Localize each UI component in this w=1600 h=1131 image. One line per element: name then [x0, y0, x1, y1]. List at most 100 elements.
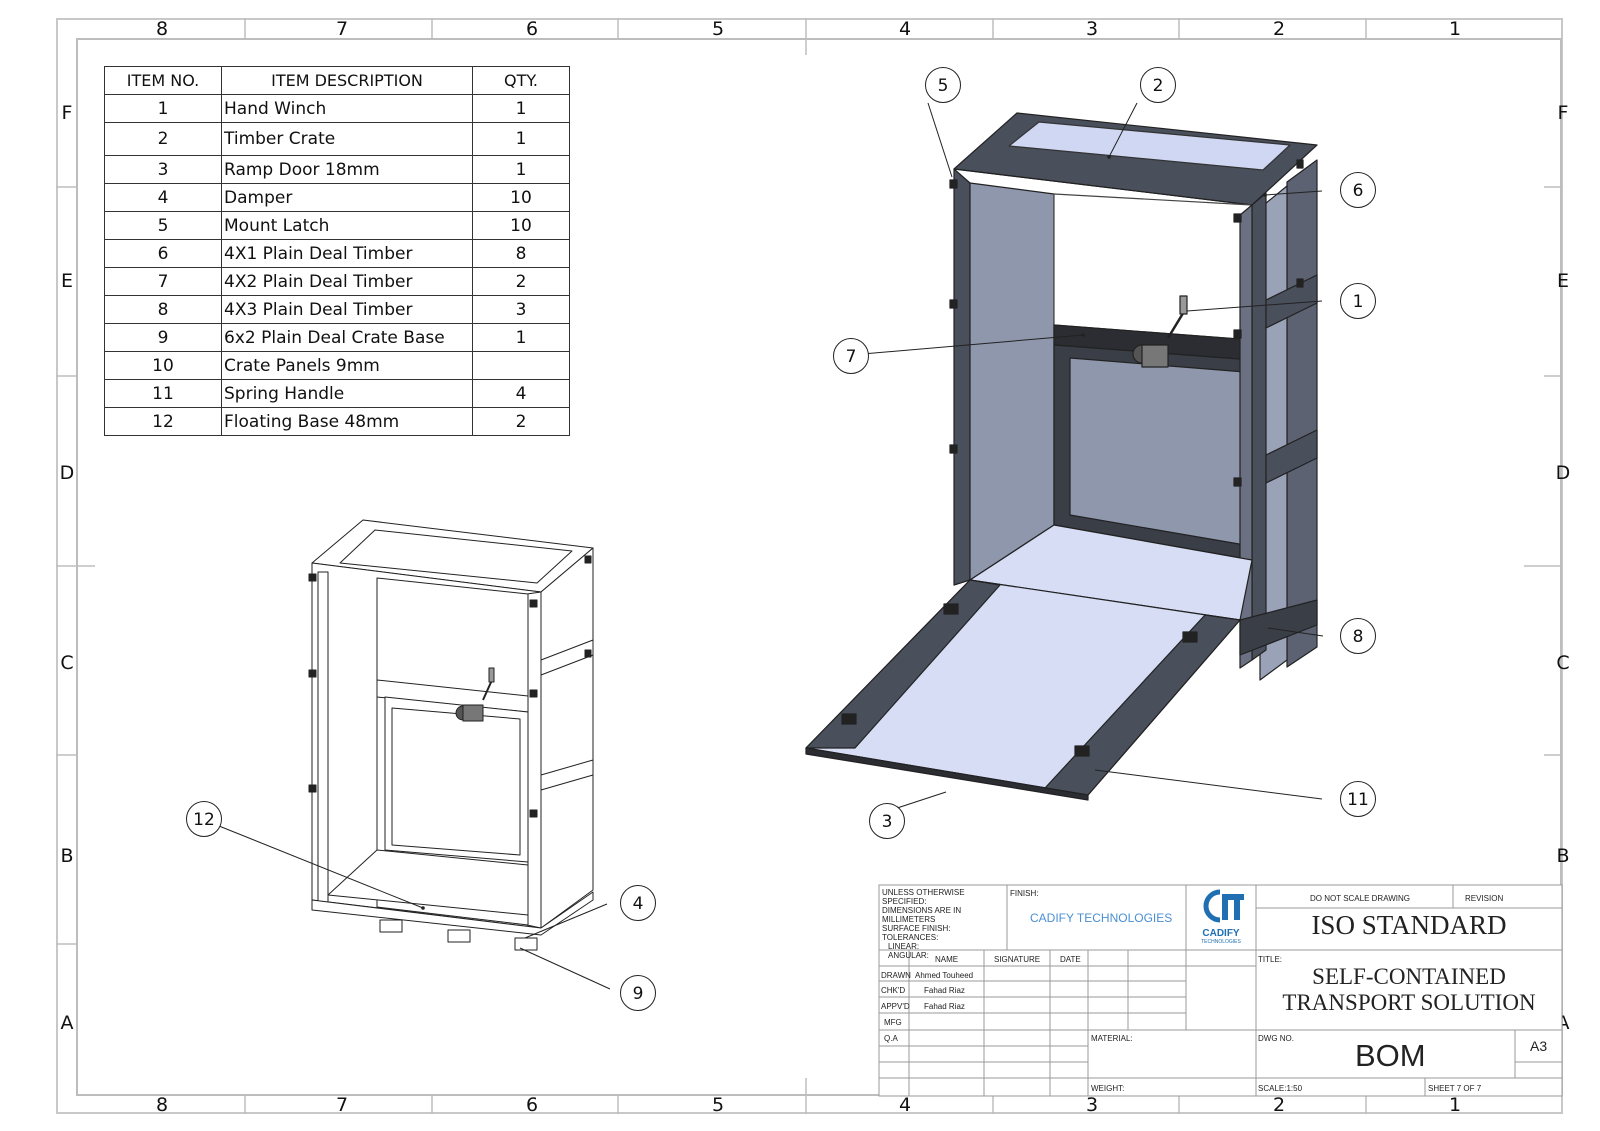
bom-item-no: 4 — [104, 183, 222, 212]
zone-row-b-left: B — [60, 845, 74, 867]
spec-line: TOLERANCES: — [882, 933, 939, 942]
zone-col-6-bottom: 6 — [525, 1094, 539, 1116]
bom-description: 4X1 Plain Deal Timber — [221, 239, 473, 268]
spec-line: DIMENSIONS ARE IN MILLIMETERS — [882, 906, 962, 924]
zone-row-a-left: A — [60, 1012, 74, 1034]
role-qa: Q.A — [884, 1034, 898, 1043]
scale-label: SCALE:1:50 — [1258, 1084, 1303, 1093]
drawing-number: BOM — [1355, 1038, 1426, 1073]
zone-col-1-top: 1 — [1448, 18, 1462, 40]
bom-qty: 4 — [472, 379, 570, 408]
zone-col-3-top: 3 — [1085, 18, 1099, 40]
standard-label: ISO STANDARD — [1311, 910, 1507, 940]
bom-qty: 1 — [472, 323, 570, 352]
bom-item-no: 9 — [104, 323, 222, 352]
sheet-size: A3 — [1530, 1038, 1548, 1054]
spec-line: LINEAR: — [888, 942, 920, 951]
zone-col-7-top: 7 — [335, 18, 349, 40]
balloon-8: 8 — [1340, 618, 1376, 654]
balloon-leaders — [218, 102, 1324, 990]
zone-row-d-right: D — [1555, 462, 1571, 484]
bom-qty: 1 — [472, 94, 570, 123]
bom-item-no: 7 — [104, 267, 222, 296]
col-date-header: DATE — [1060, 955, 1081, 964]
company-logo: CADIFY TECHNOLOGIES — [1190, 888, 1252, 948]
bom-item-no: 6 — [104, 239, 222, 268]
zone-row-c-left: C — [60, 652, 74, 674]
bom-description: Timber Crate — [221, 122, 473, 156]
bom-item-no: 12 — [104, 407, 222, 436]
zone-row-c-right: C — [1556, 652, 1570, 674]
zone-col-2-bottom: 2 — [1272, 1094, 1286, 1116]
finish-label: FINISH: — [1010, 889, 1039, 898]
zone-row-b-right: B — [1556, 845, 1570, 867]
isometric-view-open — [805, 112, 1318, 801]
spec-line: SURFACE FINISH: — [882, 924, 951, 933]
zone-col-7-bottom: 7 — [335, 1094, 349, 1116]
bom-item-no: 8 — [104, 295, 222, 324]
approved-by-name: Fahad Riaz — [924, 1002, 965, 1011]
dwg-no-label: DWG NO. — [1258, 1034, 1294, 1043]
bom-header-row: ITEM NO. ITEM DESCRIPTION QTY. — [104, 66, 570, 95]
do-not-scale-note: DO NOT SCALE DRAWING — [1310, 894, 1411, 903]
zone-row-e-right: E — [1556, 270, 1569, 292]
leader-arrowheads — [421, 155, 1267, 910]
role-drawn: DRAWN — [881, 971, 911, 980]
balloon-7: 7 — [833, 338, 869, 374]
spec-line: ANGULAR: — [888, 951, 929, 960]
title-label: TITLE: — [1258, 955, 1283, 964]
company-name: CADIFY TECHNOLOGIES — [1030, 911, 1173, 925]
revision-label: REVISION — [1465, 894, 1504, 903]
hand-winch-small — [455, 667, 495, 722]
inner-border — [76, 38, 1562, 1096]
col-name-header: NAME — [935, 955, 959, 964]
zone-col-4-top: 4 — [898, 18, 912, 40]
zone-col-4-bottom: 4 — [898, 1094, 912, 1116]
zone-row-f-right: F — [1557, 102, 1569, 124]
zone-col-8-bottom: 8 — [155, 1094, 169, 1116]
drawn-by-name: Ahmed Touheed — [915, 971, 974, 980]
bom-description: Ramp Door 18mm — [221, 155, 473, 184]
zone-col-3-bottom: 3 — [1085, 1094, 1099, 1116]
bom-item-no: 2 — [104, 122, 222, 156]
zone-col-8-top: 8 — [155, 18, 169, 40]
balloon-12: 12 — [186, 801, 222, 837]
bom-item-no: 10 — [104, 351, 222, 380]
isometric-view-closed — [308, 519, 594, 951]
weight-label: WEIGHT: — [1091, 1084, 1125, 1093]
balloon-11: 11 — [1340, 781, 1376, 817]
balloon-4: 4 — [620, 885, 656, 921]
zone-col-5-bottom: 5 — [711, 1094, 725, 1116]
role-mfg: MFG — [884, 1018, 902, 1027]
logo-text: CADIFY — [1202, 928, 1240, 939]
bom-qty: 10 — [472, 211, 570, 240]
sheet-number: SHEET 7 OF 7 — [1428, 1084, 1482, 1093]
drawing-title-line1: SELF-CONTAINED — [1312, 964, 1506, 989]
balloon-5: 5 — [925, 67, 961, 103]
logo-subtext: TECHNOLOGIES — [1201, 939, 1241, 945]
balloon-3: 3 — [869, 803, 905, 839]
balloon-9: 9 — [620, 975, 656, 1011]
bom-description: Crate Panels 9mm — [221, 351, 473, 380]
col-signature-header: SIGNATURE — [994, 955, 1041, 964]
balloon-6: 6 — [1340, 172, 1376, 208]
drawing-title: SELF-CONTAINED TRANSPORT SOLUTION — [1256, 964, 1562, 1016]
zone-row-e-left: E — [60, 270, 73, 292]
balloon-1: 1 — [1340, 283, 1376, 319]
role-checked: CHK'D — [881, 986, 906, 995]
bom-description: Mount Latch — [221, 211, 473, 240]
zone-col-5-top: 5 — [711, 18, 725, 40]
zone-col-1-bottom: 1 — [1448, 1094, 1462, 1116]
balloon-2: 2 — [1140, 67, 1176, 103]
drawing-title-line2: TRANSPORT SOLUTION — [1282, 990, 1536, 1015]
